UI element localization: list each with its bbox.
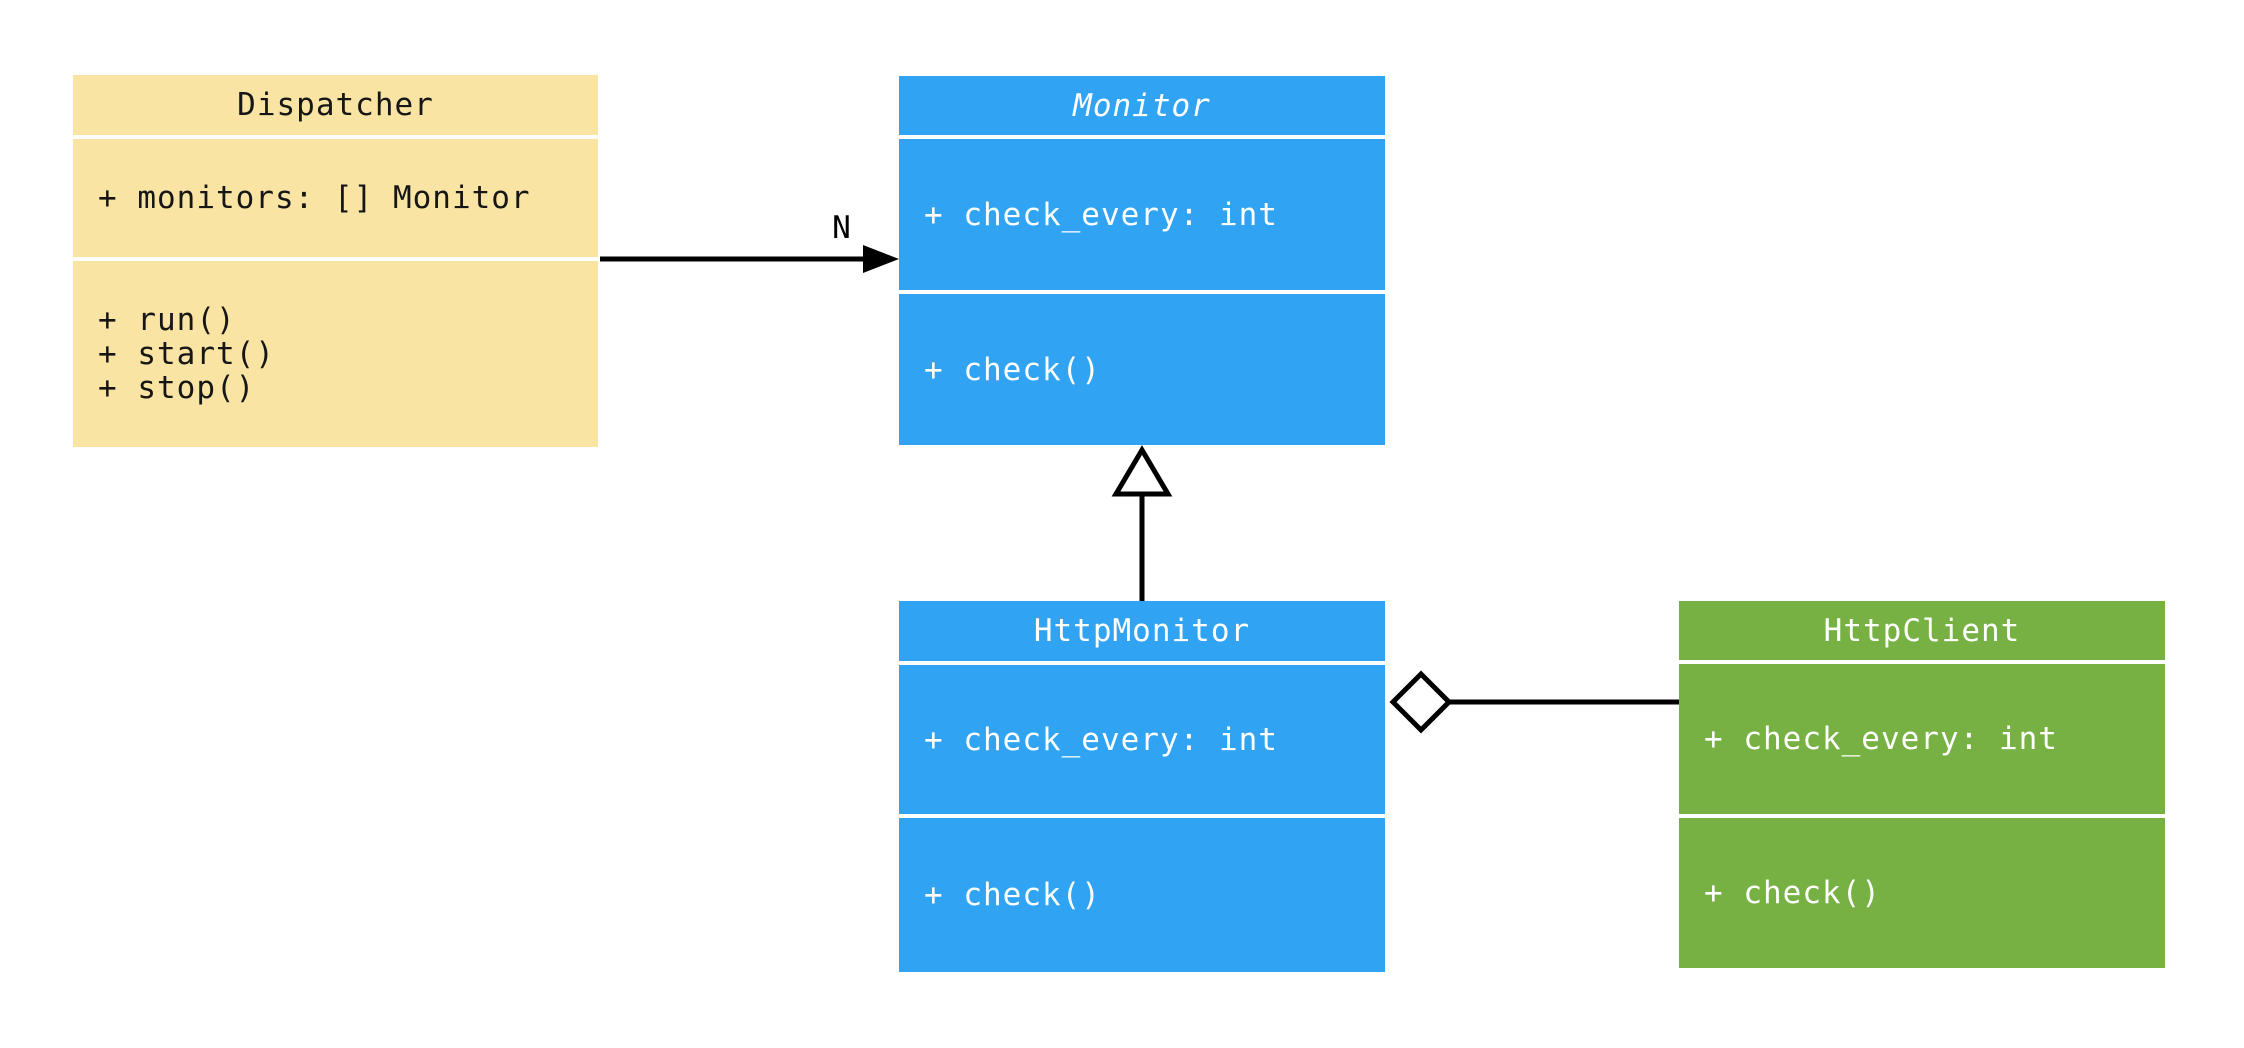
method-line: + check() <box>924 351 1101 388</box>
class-attributes-section: + check_every: int <box>1679 664 2165 814</box>
class-methods-section: + check() <box>899 294 1385 445</box>
class-methods-section: + check() <box>1679 818 2165 968</box>
class-methods-section: + run() + start() + stop() <box>73 261 598 447</box>
attribute-line: + check_every: int <box>924 196 1278 233</box>
class-methods-section: + check() <box>899 818 1385 972</box>
association-arrowhead-icon <box>863 245 899 273</box>
method-line: + check() <box>1704 875 1881 911</box>
class-attributes-section: + check_every: int <box>899 665 1385 814</box>
inheritance-triangle-icon <box>1111 445 1173 497</box>
method-line: + stop() <box>98 370 256 406</box>
attribute-line: + check_every: int <box>1704 721 2058 757</box>
class-attributes-section: + check_every: int <box>899 139 1385 290</box>
class-box-dispatcher: Dispatcher + monitors: [] Monitor + run(… <box>73 75 598 447</box>
class-box-monitor: Monitor + check_every: int + check() <box>899 76 1385 445</box>
class-title: HttpMonitor <box>899 601 1385 661</box>
class-title: HttpClient <box>1679 601 2165 660</box>
association-multiplicity-label: N <box>832 210 852 246</box>
method-line: + check() <box>924 877 1101 913</box>
class-title: Monitor <box>899 76 1385 135</box>
attribute-line: + monitors: [] Monitor <box>98 180 531 216</box>
class-box-httpclient: HttpClient + check_every: int + check() <box>1679 601 2165 968</box>
class-title: Dispatcher <box>73 75 598 135</box>
class-box-httpmonitor: HttpMonitor + check_every: int + check() <box>899 601 1385 972</box>
attribute-line: + check_every: int <box>924 721 1278 758</box>
method-line: + run() <box>98 302 236 338</box>
class-attributes-section: + monitors: [] Monitor <box>73 139 598 257</box>
aggregation-diamond-icon <box>1389 670 1453 734</box>
method-line: + start() <box>98 336 275 372</box>
